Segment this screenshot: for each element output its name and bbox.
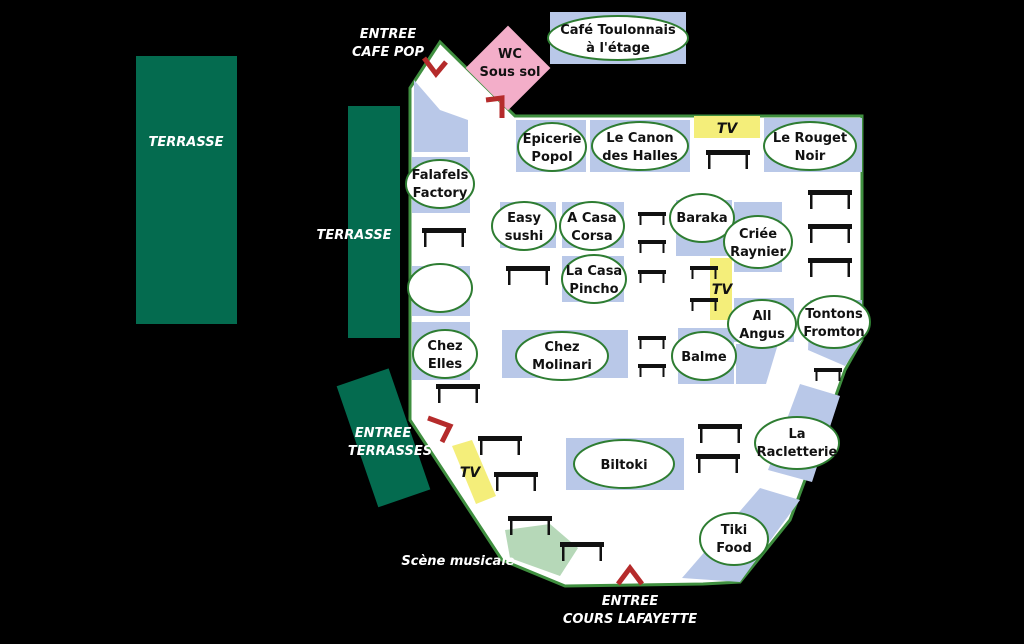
wc-line2: Sous sol: [480, 65, 541, 80]
entrance-lafayette-arrow: [616, 563, 644, 586]
a-casa-corsa-ellipse[interactable]: [559, 201, 625, 251]
chez-elles-line2: Elles: [428, 357, 463, 372]
music-stage-label: Scène musicale: [401, 554, 514, 569]
la-casa-pincho-ellipse[interactable]: [561, 254, 627, 304]
le-canon-line2: des Halles: [602, 149, 678, 164]
chez-molinari-ellipse[interactable]: [515, 331, 609, 381]
le-canon-line1: Le Canon: [606, 131, 673, 146]
criee-line1: Criée: [739, 227, 777, 242]
epicerie-popol-ellipse[interactable]: [517, 122, 587, 172]
terrace-middle-label: TERRASSE: [317, 228, 392, 243]
la-casa-pincho-line2: Pincho: [569, 282, 618, 297]
la-raclettrie-line1: La: [788, 427, 805, 442]
chez-elles-line1: Chez: [427, 339, 462, 354]
balme-line1: Balme: [681, 350, 727, 365]
entrance-lafayette-line2: COURS LAFAYETTE: [563, 612, 697, 627]
la-casa-pincho-line1: La Casa: [566, 264, 622, 279]
chez-molinari-line1: Chez: [544, 340, 579, 355]
music-stage: [505, 524, 578, 576]
terrace-left: [136, 56, 237, 324]
le-rouget-line1: Le Rouget: [773, 131, 847, 146]
tv-bottom-label: TV: [460, 465, 482, 481]
biltoki-ellipse[interactable]: [573, 439, 675, 489]
tv-top-label: TV: [717, 121, 739, 137]
wc-line1: WC: [498, 47, 522, 62]
a-casa-corsa-line2: Corsa: [571, 229, 612, 244]
tv-bottom: [452, 440, 496, 504]
stall-balme-side: [736, 344, 778, 384]
terrace-left-label: TERRASSE: [149, 135, 224, 150]
tontons-fromton-ellipse[interactable]: [797, 295, 871, 349]
entrance-terrasses-line2: TERRASSES: [348, 444, 432, 459]
cafe-toulonnais-line2: à l'étage: [586, 41, 650, 56]
entrance-cafe-pop-arrow: [422, 56, 448, 79]
stall-labels: Café Toulonnais à l'étage Epicerie Popol…: [405, 15, 871, 566]
cafe-toulonnais-line1: Café Toulonnais: [560, 23, 676, 38]
baraka-line1: Baraka: [676, 211, 727, 226]
entrance-cafe-pop-line1: ENTREE: [360, 27, 417, 42]
chez-elles-ellipse[interactable]: [412, 329, 478, 379]
entrance-lafayette-line1: ENTREE: [602, 594, 659, 609]
balme-ellipse[interactable]: [671, 331, 737, 381]
le-rouget-ellipse[interactable]: [763, 121, 857, 171]
le-canon-ellipse[interactable]: [591, 121, 689, 171]
falafels-ellipse[interactable]: [405, 159, 475, 209]
easy-sushi-line1: Easy: [507, 211, 541, 226]
tontons-line2: Fromton: [803, 325, 864, 340]
criee-line2: Raynier: [730, 245, 786, 260]
tv-mid-label: TV: [712, 282, 734, 298]
terrace-middle: [348, 106, 400, 338]
falafels-line2: Factory: [413, 186, 468, 201]
criee-raynier-ellipse[interactable]: [723, 215, 793, 269]
entrance-cafe-pop-line2: CAFE POP: [352, 45, 424, 60]
terrace-entrance-block: [336, 368, 431, 508]
la-raclettrie-ellipse[interactable]: [754, 416, 840, 470]
tv-top: [694, 116, 760, 138]
la-raclettrie-line2: Racletterie: [757, 445, 838, 460]
tiki-food-ellipse[interactable]: [699, 512, 769, 566]
wc-box: [465, 25, 551, 111]
tiki-food-line2: Food: [716, 541, 752, 556]
entrance-wc-arrow: [485, 95, 505, 118]
all-angus-line2: Angus: [739, 327, 785, 342]
all-angus-ellipse[interactable]: [727, 299, 797, 349]
empty-stall-ellipse[interactable]: [407, 263, 473, 313]
tiki-food-line1: Tiki: [721, 523, 747, 538]
a-casa-corsa-line1: A Casa: [567, 211, 616, 226]
easy-sushi-ellipse[interactable]: [491, 201, 557, 251]
le-rouget-line2: Noir: [795, 149, 826, 164]
all-angus-line1: All: [753, 309, 772, 324]
epicerie-line2: Popol: [531, 150, 572, 165]
entrance-terrasses-line1: ENTREE: [355, 426, 412, 441]
baraka-ellipse[interactable]: [669, 193, 735, 243]
entrance-terrasses-arrow: [427, 415, 454, 444]
easy-sushi-line2: sushi: [505, 229, 543, 244]
stall-corner-top-left: [414, 80, 468, 152]
tontons-line1: Tontons: [805, 307, 863, 322]
chez-molinari-line2: Molinari: [532, 358, 592, 373]
cafe-toulonnais-ellipse[interactable]: [547, 15, 689, 61]
biltoki-line1: Biltoki: [600, 458, 647, 473]
falafels-line1: Falafels: [412, 168, 469, 183]
epicerie-line1: Epicerie: [523, 132, 582, 147]
